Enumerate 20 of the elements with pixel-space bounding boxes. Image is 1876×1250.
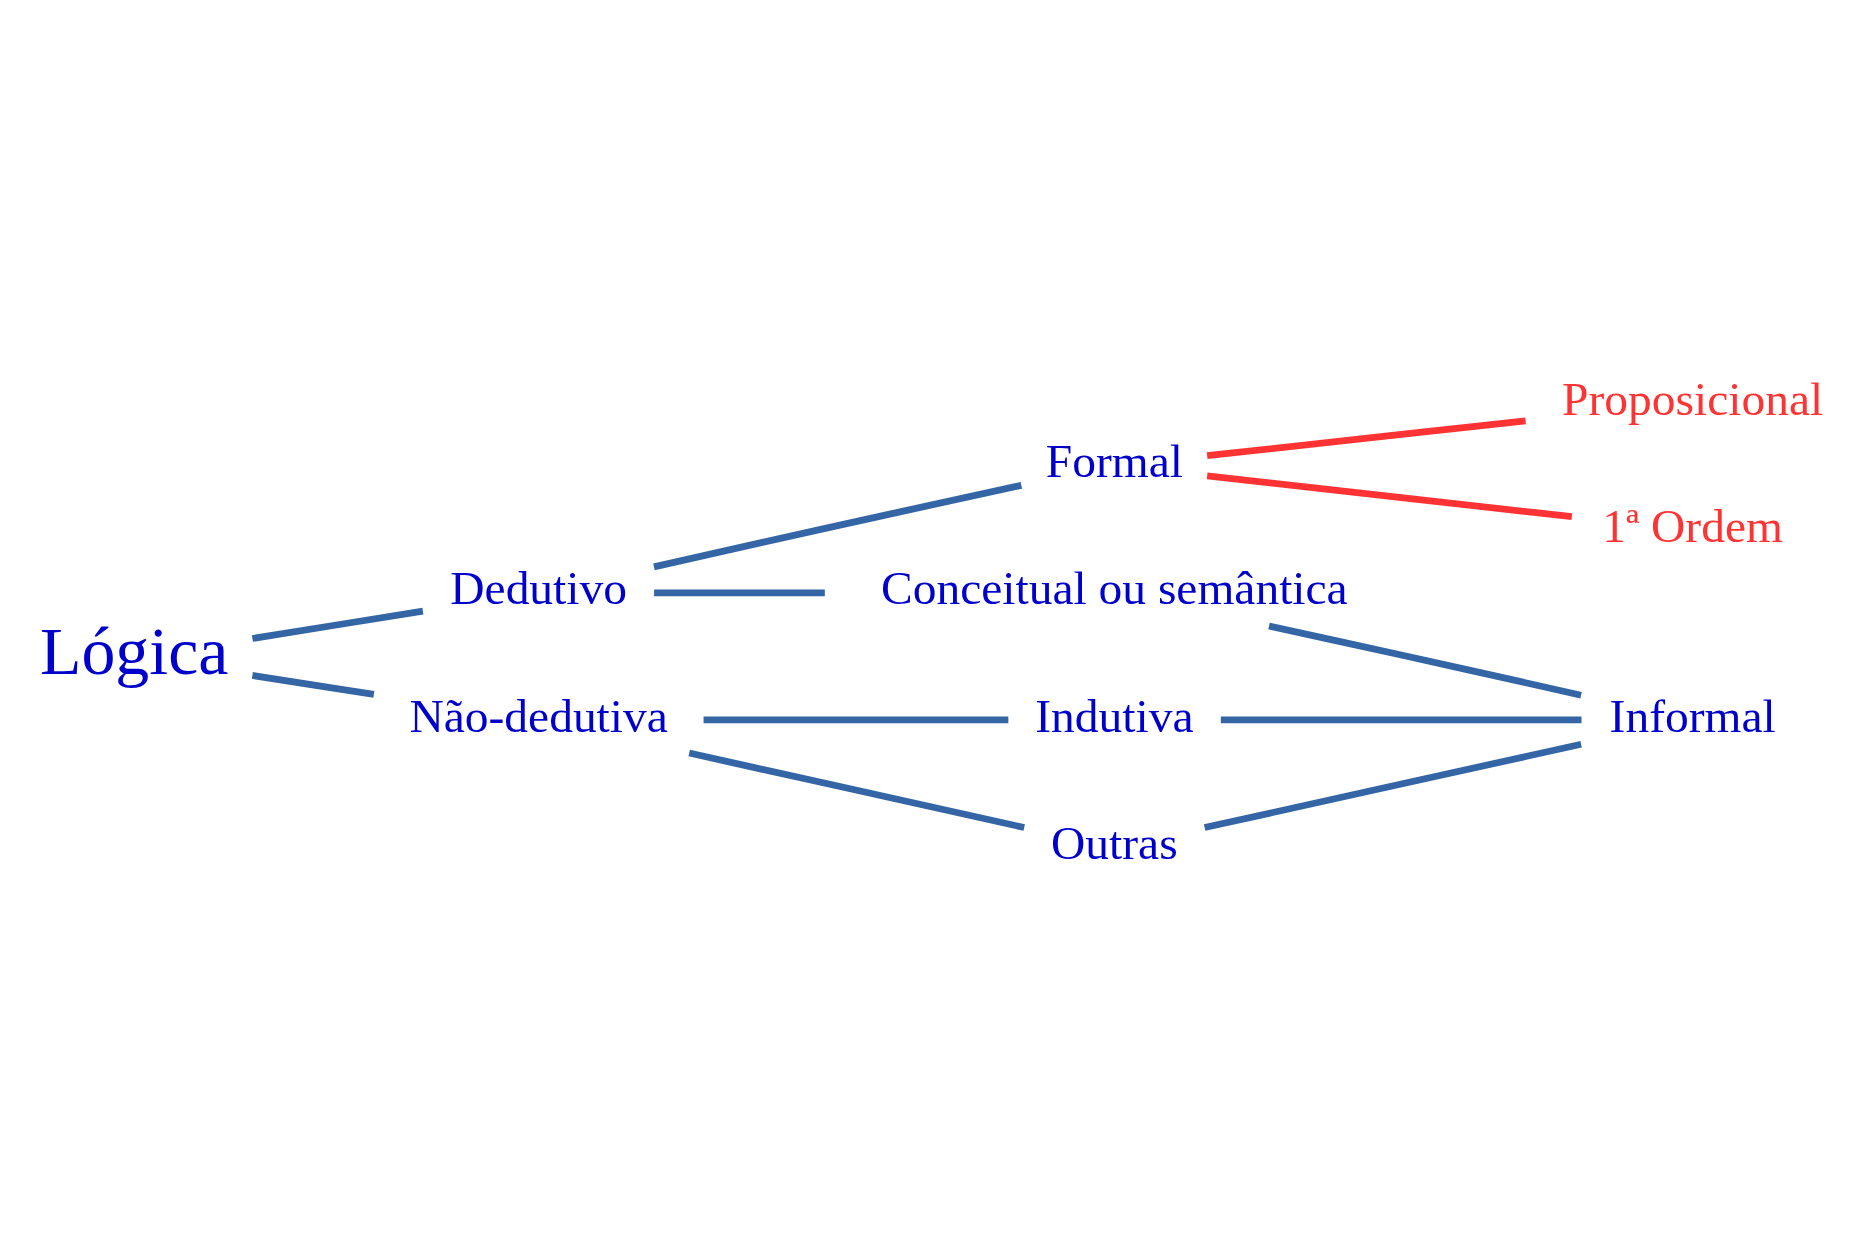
node-text: Indutiva xyxy=(1035,689,1194,742)
node-text: 1ª Ordem xyxy=(1602,499,1783,552)
node-text: Conceitual ou semântica xyxy=(881,562,1348,615)
connector xyxy=(653,482,1023,571)
node-text: Informal xyxy=(1609,689,1776,742)
node-text: Não-dedutiva xyxy=(409,689,668,742)
connector xyxy=(1220,716,1582,724)
connector xyxy=(251,607,424,642)
connector xyxy=(251,672,375,698)
connector xyxy=(1203,740,1582,831)
connector xyxy=(1268,622,1582,699)
connector xyxy=(1206,417,1526,460)
node-text: Formal xyxy=(1045,435,1183,488)
node-text: Proposicional xyxy=(1562,372,1824,425)
connector xyxy=(703,716,1009,724)
node-text: Outras xyxy=(1051,816,1178,869)
connector xyxy=(688,749,1025,831)
node-text: Lógica xyxy=(40,614,229,690)
node-text: Dedutivo xyxy=(450,562,627,615)
connector xyxy=(1206,472,1573,521)
